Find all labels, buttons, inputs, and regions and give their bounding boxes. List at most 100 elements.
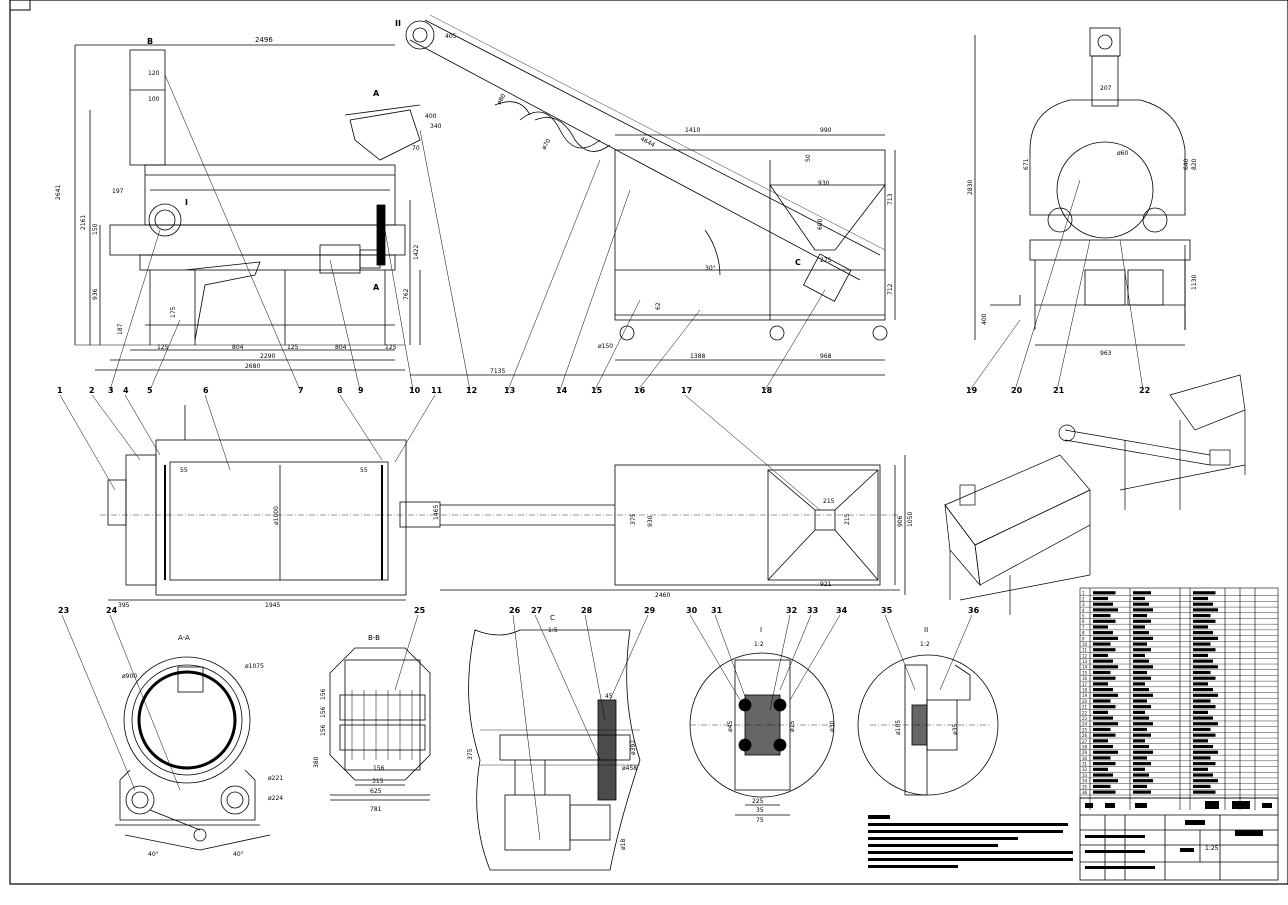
side-view-dimensions: 2496 2641 2161 936 150 197 187 175 125 8… [55, 19, 894, 375]
svg-text:315: 315 [372, 778, 384, 785]
svg-text:ø458: ø458 [622, 765, 637, 772]
bom-cell-text [1193, 659, 1213, 663]
bom-cell-text [1193, 670, 1211, 675]
bom-cell-text [1133, 596, 1145, 601]
bom-cell-text [1093, 608, 1118, 612]
bom-cell-text [1093, 756, 1111, 760]
plan-view [100, 405, 906, 601]
bom-cell-text [1133, 705, 1151, 709]
bom-cell-text [1193, 727, 1211, 732]
svg-text:C: C [795, 258, 801, 267]
bom-row-number: 30 [1082, 756, 1088, 761]
bom-row-number: 20 [1082, 699, 1088, 704]
svg-text:156: 156 [320, 688, 327, 700]
svg-text:405: 405 [445, 33, 457, 40]
svg-text:ø150: ø150 [598, 343, 613, 350]
svg-text:ø80: ø80 [496, 93, 508, 106]
svg-text:21: 21 [1053, 386, 1065, 395]
svg-text:3: 3 [108, 386, 114, 395]
svg-text:ø18: ø18 [620, 839, 627, 850]
svg-text:ø60: ø60 [1117, 150, 1128, 157]
bom-cell-text [1193, 773, 1213, 777]
bom-cell-text [1093, 779, 1118, 783]
svg-text:22: 22 [1139, 386, 1150, 395]
svg-text:2680: 2680 [245, 363, 260, 370]
detail-i [689, 652, 835, 816]
bom-cell-text [1193, 688, 1213, 692]
bom-cell-text [1193, 653, 1208, 658]
svg-text:125: 125 [385, 344, 397, 351]
svg-text:ø392: ø392 [630, 740, 637, 755]
bom-cell-text [1193, 705, 1216, 709]
detail-c-labels: C 1:5 45 ø458 ø392 ø18 375 [467, 614, 637, 850]
bom-cell-text [1093, 676, 1116, 680]
bom-cell-text [1133, 642, 1147, 646]
svg-text:156: 156 [320, 724, 327, 736]
title-block-scale: 1:25 [1205, 845, 1219, 852]
bom-cell-text [1193, 608, 1218, 612]
svg-text:671: 671 [1023, 158, 1030, 170]
technical-notes [868, 815, 1073, 868]
bom-cell-text [1133, 716, 1149, 720]
svg-text:930: 930 [818, 180, 830, 187]
svg-text:8: 8 [337, 386, 343, 395]
svg-text:963: 963 [1100, 350, 1112, 357]
bom-row-number: 17 [1082, 682, 1088, 687]
bom-cell-text [1133, 756, 1147, 760]
svg-text:19: 19 [966, 386, 978, 395]
svg-text:40°: 40° [148, 851, 159, 858]
svg-text:7: 7 [298, 386, 304, 395]
bom-row-number: 11 [1082, 648, 1088, 653]
svg-text:340: 340 [430, 123, 442, 130]
svg-text:ø1000: ø1000 [273, 506, 280, 525]
svg-text:16: 16 [634, 386, 646, 395]
bom-cell-text [1093, 722, 1118, 726]
svg-text:215: 215 [844, 513, 851, 525]
svg-text:156: 156 [373, 765, 385, 772]
bom-row-number: 26 [1082, 733, 1088, 738]
bom-cell-text [1133, 727, 1147, 732]
bom-cell-text [1133, 699, 1147, 703]
svg-text:968: 968 [820, 353, 832, 360]
svg-text:ø45: ø45 [727, 721, 734, 732]
svg-text:225: 225 [752, 798, 764, 805]
svg-text:17: 17 [681, 386, 692, 395]
bom-cell-text [1193, 631, 1213, 635]
svg-text:6: 6 [203, 386, 209, 395]
svg-text:50: 50 [805, 154, 812, 162]
svg-text:820: 820 [1191, 158, 1198, 170]
svg-text:380: 380 [313, 756, 320, 768]
bom-cell-text [1133, 653, 1145, 658]
bom-cell-text [1133, 665, 1153, 669]
svg-text:55: 55 [360, 467, 368, 474]
svg-text:2161: 2161 [80, 215, 87, 230]
bom-cell-text [1093, 739, 1108, 743]
svg-text:395: 395 [118, 602, 130, 609]
bom-row-number: 8 [1082, 631, 1085, 636]
svg-text:70: 70 [412, 145, 420, 152]
bom-cell-text [1093, 602, 1113, 606]
svg-text:100: 100 [148, 96, 160, 103]
bom-row-number: 7 [1082, 625, 1085, 630]
svg-text:36: 36 [968, 606, 980, 615]
svg-text:1: 1 [57, 386, 63, 395]
svg-text:ø224: ø224 [268, 795, 283, 802]
svg-text:1465: 1465 [433, 505, 440, 520]
detail-ii-labels: II 1:2 ø105 ø35 [895, 626, 959, 735]
bom-cell-text [1133, 631, 1149, 635]
bom-row-number: 3 [1082, 602, 1085, 607]
svg-text:I: I [760, 626, 762, 634]
bom-row-number: 19 [1082, 693, 1088, 698]
section-aa [115, 656, 271, 851]
bom-cell-text [1193, 625, 1208, 629]
svg-text:1410: 1410 [685, 127, 700, 134]
svg-text:ø1075: ø1075 [245, 663, 264, 670]
bom-cell-text [1133, 648, 1151, 652]
bom-cell-text [1093, 744, 1113, 749]
svg-text:215: 215 [823, 498, 835, 505]
bom-cell-text [1193, 699, 1211, 703]
bom-cell-text [1133, 613, 1147, 618]
bom-row-number: 28 [1082, 744, 1088, 749]
title-block-scribbles [1085, 801, 1272, 869]
bom-cell-text [1093, 613, 1111, 618]
